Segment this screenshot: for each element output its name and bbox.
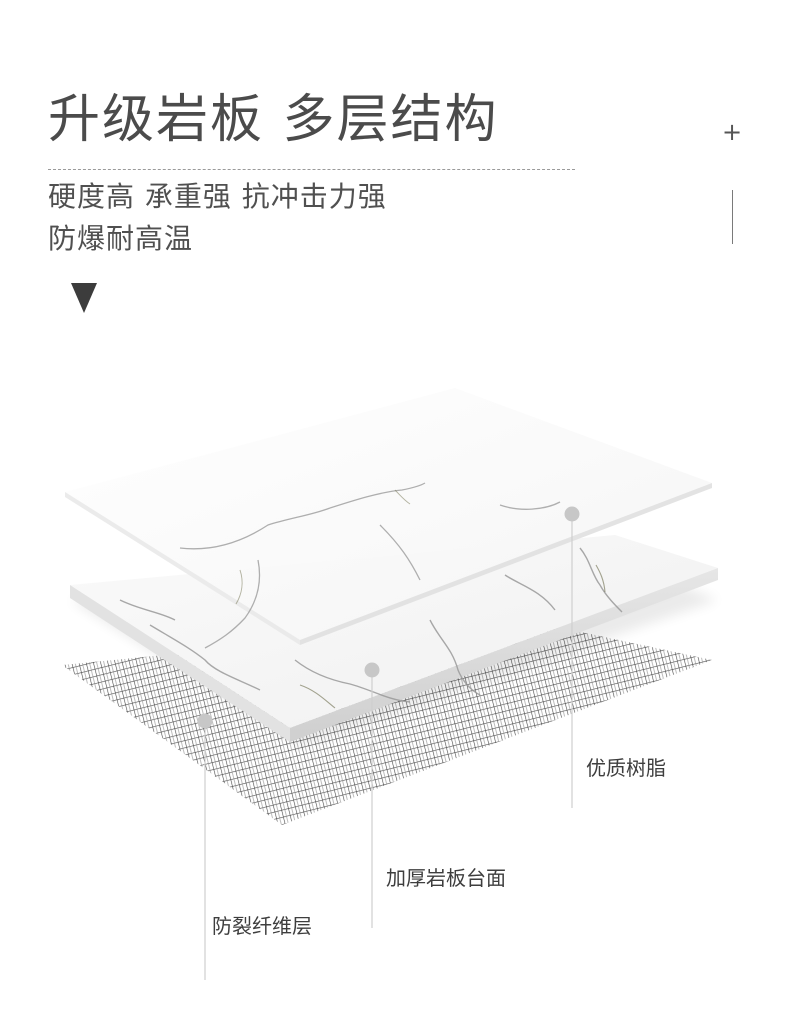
label-resin: 优质树脂 — [586, 756, 666, 780]
label-fiber-layer: 防裂纤维层 — [212, 914, 312, 938]
marker-fiber — [198, 714, 213, 729]
marker-resin — [565, 507, 580, 522]
label-marble-slab: 加厚岩板台面 — [386, 866, 506, 890]
marker-slab — [365, 663, 380, 678]
